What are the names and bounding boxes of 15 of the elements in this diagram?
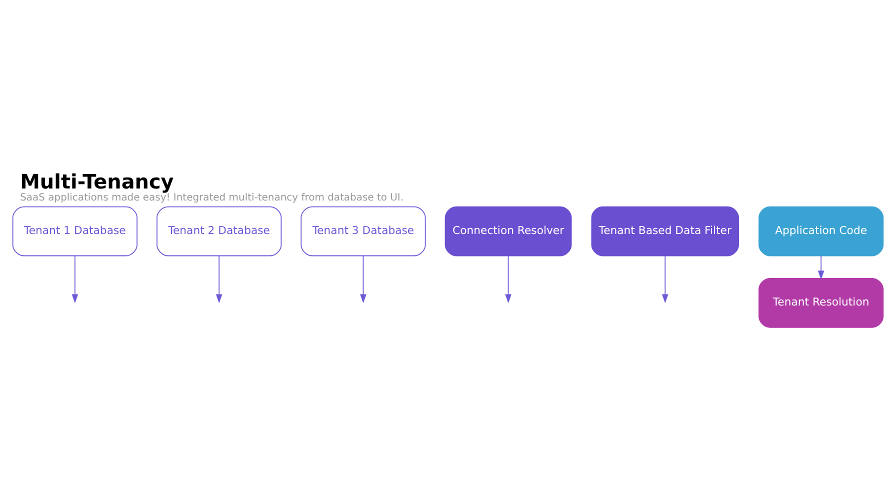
arrow	[818, 255, 824, 280]
node-box: Tenant 2 Database	[156, 206, 282, 256]
arrow	[72, 255, 78, 304]
node-box: Tenant Resolution	[758, 278, 884, 328]
node-box: Application Code	[758, 206, 884, 256]
arrow	[360, 255, 366, 304]
arrow	[505, 255, 512, 304]
arrow	[662, 255, 668, 304]
arrow	[216, 255, 222, 304]
node-box: Connection Resolver	[444, 206, 572, 256]
caption: SaaS applications made easy! Integrated multi-tenancy from database to UI.	[20, 192, 404, 204]
diagram-title: Multi-Tenancy	[20, 169, 174, 194]
node-box: Tenant 1 Database	[12, 206, 138, 256]
node-box: Tenant 3 Database	[300, 206, 426, 256]
node-box: Tenant Based Data Filter	[591, 206, 740, 256]
